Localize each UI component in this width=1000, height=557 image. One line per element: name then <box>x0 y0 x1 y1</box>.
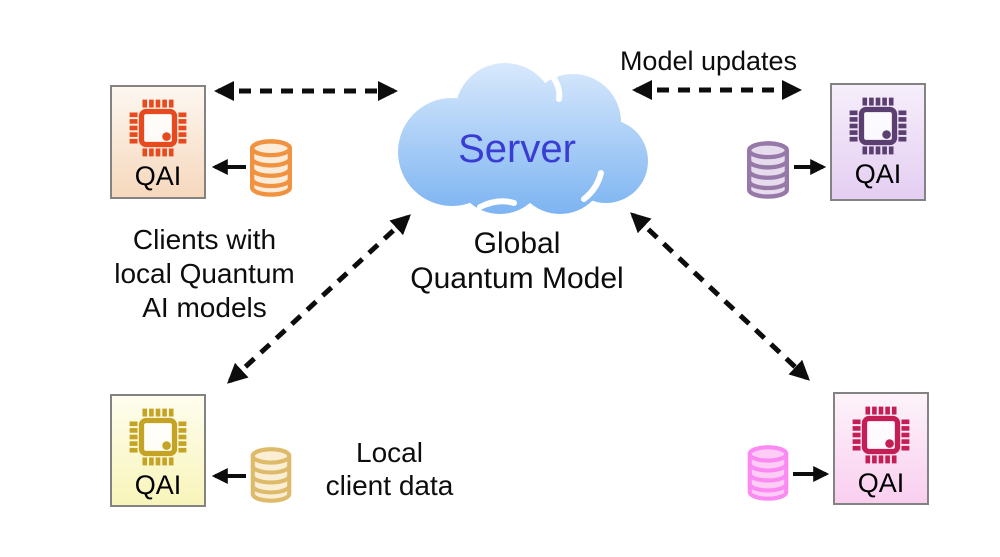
database-icon <box>246 446 296 504</box>
database-icon <box>245 138 297 198</box>
chip-icon <box>125 404 191 470</box>
server-label: Server <box>458 127 576 171</box>
client-top-right: QAI <box>742 83 926 205</box>
client-bottom-right: QAI <box>743 392 929 508</box>
qai-client-card: QAI <box>833 392 929 505</box>
client-bottom-left: QAI <box>110 394 300 510</box>
chip-icon <box>845 93 911 159</box>
clients-caption: Clients with local Quantum AI models <box>114 224 295 323</box>
client-top-left: QAI <box>110 85 300 207</box>
model-updates-caption: Model updates <box>619 46 798 76</box>
arrow-server-client-bottomright <box>630 212 810 381</box>
qai-label: QAI <box>854 159 902 189</box>
chip-icon <box>848 402 914 468</box>
qai-label: QAI <box>134 470 182 500</box>
qai-label: QAI <box>134 161 182 191</box>
qai-client-card: QAI <box>830 83 926 201</box>
qai-label: QAI <box>857 468 905 498</box>
database-icon <box>742 140 794 200</box>
qai-client-card: QAI <box>110 394 206 507</box>
global-quantum-model-caption: Global Quantum Model <box>410 227 624 295</box>
database-icon <box>743 444 793 502</box>
chip-icon <box>125 95 191 161</box>
qai-client-card: QAI <box>110 85 206 199</box>
server-cloud <box>398 63 648 214</box>
local-client-data-caption: Local client data <box>325 437 454 501</box>
